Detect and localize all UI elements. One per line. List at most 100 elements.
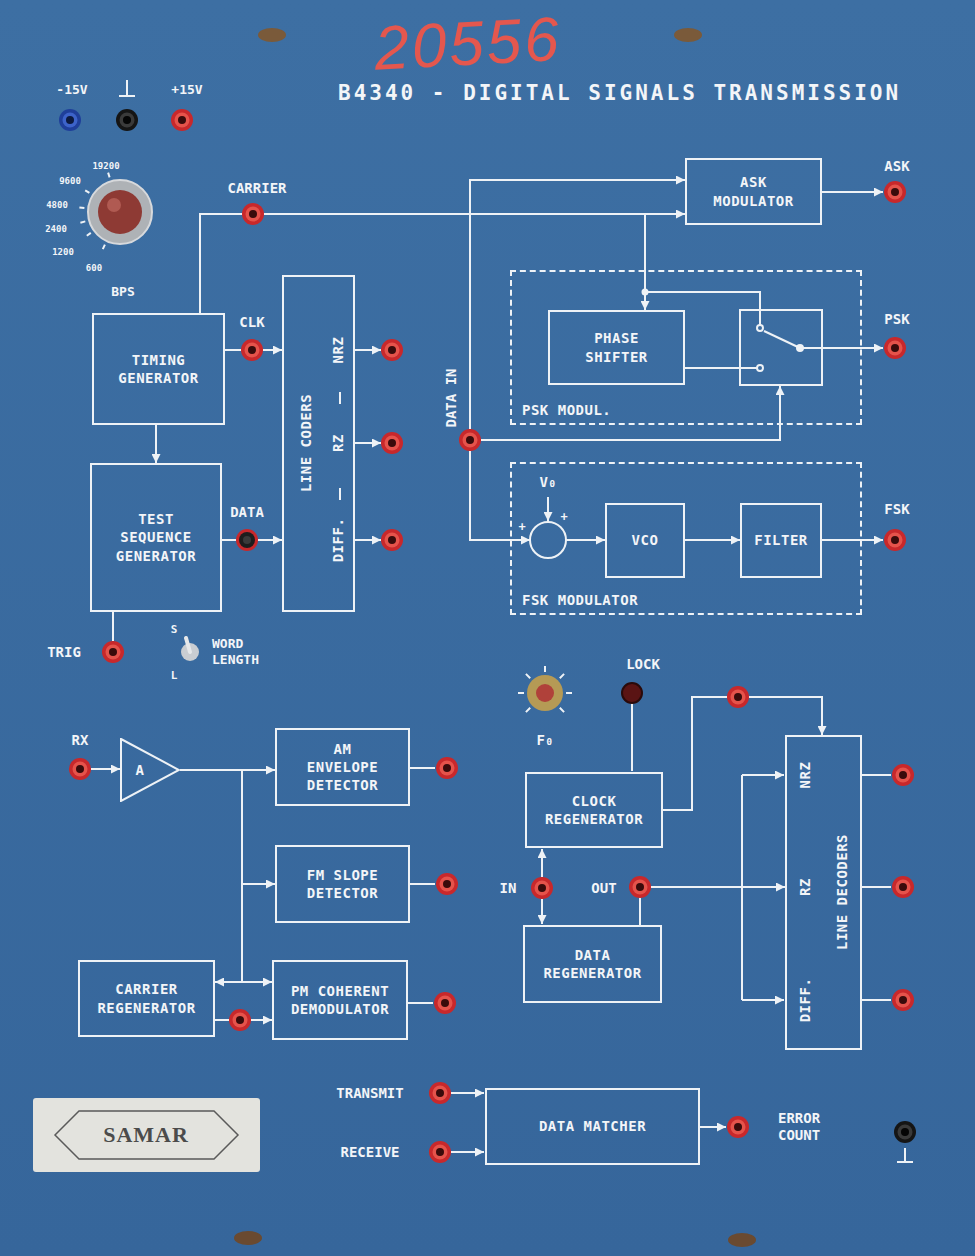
wire <box>631 703 633 771</box>
amplifier-outline <box>120 738 180 802</box>
ground-jack <box>116 109 138 131</box>
supply-jack <box>171 109 193 131</box>
process-box: ASK MODULATOR <box>685 158 822 225</box>
separator-tick <box>339 392 341 404</box>
block-label: RZ <box>797 878 814 896</box>
signal-jack <box>429 1141 451 1163</box>
process-box: FILTER <box>740 503 822 578</box>
wire <box>566 539 605 541</box>
signal-jack <box>429 1082 451 1104</box>
wire <box>408 1002 433 1004</box>
signal-arrow <box>180 770 272 982</box>
block-label: DATA REGENERATOR <box>543 946 641 982</box>
signal-jack <box>459 429 481 451</box>
signal-jack <box>892 989 914 1011</box>
signal-name: TRIG <box>47 644 81 661</box>
wire <box>685 367 757 369</box>
wire <box>803 347 883 349</box>
signal-name: V₀ <box>540 474 557 491</box>
switch-label: WORD LENGTH <box>212 636 259 667</box>
wire <box>547 497 549 521</box>
block-label: LINE CODERS <box>298 394 315 492</box>
wire <box>355 442 381 444</box>
block-label: ASK MODULATOR <box>713 173 793 209</box>
logo-outline <box>55 1111 238 1159</box>
wire <box>451 1151 484 1153</box>
signal-jack <box>241 339 263 361</box>
signal-jack <box>727 686 749 708</box>
signal-jack <box>436 757 458 779</box>
signal-jack <box>381 432 403 454</box>
process-box: FM SLOPE DETECTOR <box>275 845 410 923</box>
knob-label: F₀ <box>537 732 554 749</box>
wire <box>91 768 120 770</box>
wire <box>481 386 780 440</box>
signal-name: OUT <box>591 880 616 897</box>
coder-box: LINE CODERSNRZRZDIFF. <box>282 275 355 612</box>
supply-label: -15V <box>56 82 87 98</box>
rate-mark: 4800 <box>46 200 68 211</box>
separator-tick <box>339 488 341 500</box>
process-box: TEST SEQUENCE GENERATOR <box>90 463 222 612</box>
block-label: CLOCK REGENERATOR <box>545 792 643 828</box>
sign-mark: + <box>560 510 567 524</box>
process-box: VCO <box>605 503 685 578</box>
block-label: LINE DECODERS <box>834 834 851 950</box>
signal-name: IN <box>500 880 517 897</box>
switch-position: L <box>171 669 178 682</box>
block-label: TIMING GENERATOR <box>118 351 198 387</box>
block-label: TEST SEQUENCE GENERATOR <box>116 510 196 565</box>
block-label: DIFF. <box>797 978 814 1023</box>
supply-jack <box>59 109 81 131</box>
decoder-box: LINE DECODERSNRZRZDIFF. <box>785 735 862 1050</box>
signal-arrow <box>180 770 275 884</box>
wire <box>862 774 891 776</box>
rate-knob <box>107 198 121 212</box>
signal-arrow <box>155 425 157 463</box>
switch-arm <box>764 331 800 348</box>
panel-title: B4340 - DIGITAL SIGNALS TRANSMISSION <box>338 81 901 105</box>
ground-jack <box>894 1121 916 1143</box>
mounting-hole <box>728 1233 756 1247</box>
process-box: PHASE SHIFTER <box>548 310 685 385</box>
signal-jack <box>236 529 258 551</box>
signal-jack <box>892 876 914 898</box>
block-label: DATA MATCHER <box>539 1117 646 1135</box>
switch-pivot <box>797 345 803 351</box>
block-label: PM COHERENT DEMODULATOR <box>291 982 389 1018</box>
wire <box>541 899 543 924</box>
serial-number: 20556 <box>372 2 563 86</box>
signal-jack <box>434 992 456 1014</box>
signal-jack <box>884 337 906 359</box>
signal-arrow <box>685 539 740 541</box>
signal-name: DATA IN <box>443 368 460 427</box>
signal-jack <box>436 873 458 895</box>
wire <box>451 1092 484 1094</box>
process-box: TIMING GENERATOR <box>92 313 225 425</box>
lock-led <box>622 683 642 703</box>
maker-name: SAMAR <box>103 1122 189 1148</box>
rate-knob <box>88 180 152 244</box>
ground-symbol <box>119 80 135 96</box>
mounting-hole <box>674 28 702 42</box>
rate-knob <box>98 190 142 234</box>
signal-arrow <box>640 887 785 925</box>
signal-arrow <box>663 697 822 810</box>
signal-jack <box>884 529 906 551</box>
signal-jack <box>381 339 403 361</box>
signal-arrow <box>200 214 685 313</box>
wire <box>822 539 883 541</box>
wire <box>862 999 891 1001</box>
toggle-switch <box>186 638 190 652</box>
signal-name: TRANSMIT <box>336 1085 403 1102</box>
process-box: DATA REGENERATOR <box>523 925 662 1003</box>
amplifier-symbol: A <box>120 738 180 802</box>
wire <box>355 539 381 541</box>
block-label: A <box>136 762 145 779</box>
signal-jack <box>242 203 264 225</box>
signal-jack <box>531 877 553 899</box>
signal-jack <box>229 1009 251 1031</box>
block-label: FILTER <box>754 531 808 549</box>
rate-mark: 9600 <box>59 176 81 187</box>
